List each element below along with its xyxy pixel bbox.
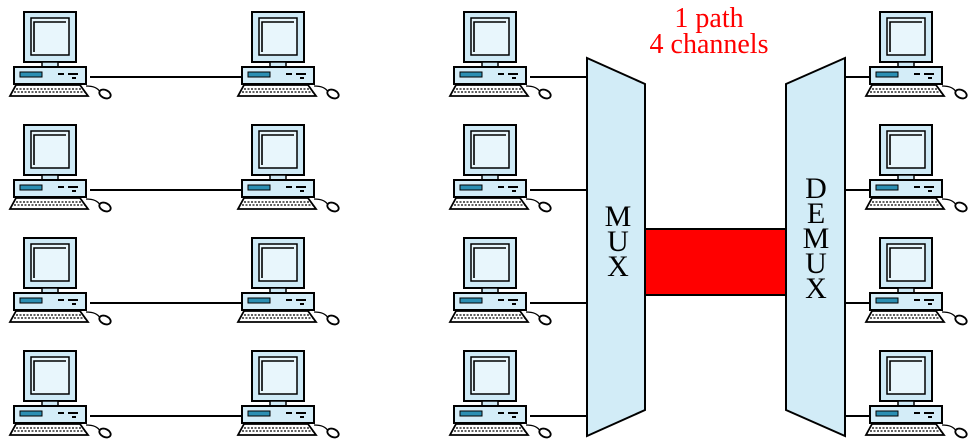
caption-channels: 4 channels [649,29,769,60]
receiver-computer-icon [865,237,970,328]
sender-computer-icon [449,124,554,215]
receiver-computer-icon [237,11,342,102]
sender-computer-icon [9,11,114,102]
receiver-computer-icon [237,237,342,328]
mux-block [586,56,646,438]
label-letter: M [604,200,632,233]
sender-computer-icon [9,124,114,215]
receiver-computer-icon [865,124,970,215]
label-letter: X [607,250,629,283]
label-letter: E [806,197,826,230]
label-letter: U [805,247,827,280]
receiver-computer-icon [237,350,342,441]
sender-computer-icon [449,350,554,441]
demux-block [785,56,846,438]
label-letter: D [805,172,827,205]
receiver-computer-icon [237,124,342,215]
sender-computer-icon [449,237,554,328]
sender-computer-icon [9,237,114,328]
label-letter: M [802,222,830,255]
left-panel-direct-links [9,11,342,441]
right-panel-multiplexed [449,11,970,441]
sender-computer-icon [9,350,114,441]
label-letter: X [805,272,827,305]
receiver-computer-icon [865,11,970,102]
receiver-computer-icon [865,350,970,441]
shared-path [642,228,789,296]
sender-computer-icon [449,11,554,102]
label-letter: U [607,225,629,258]
caption-path: 1 path [674,3,744,34]
